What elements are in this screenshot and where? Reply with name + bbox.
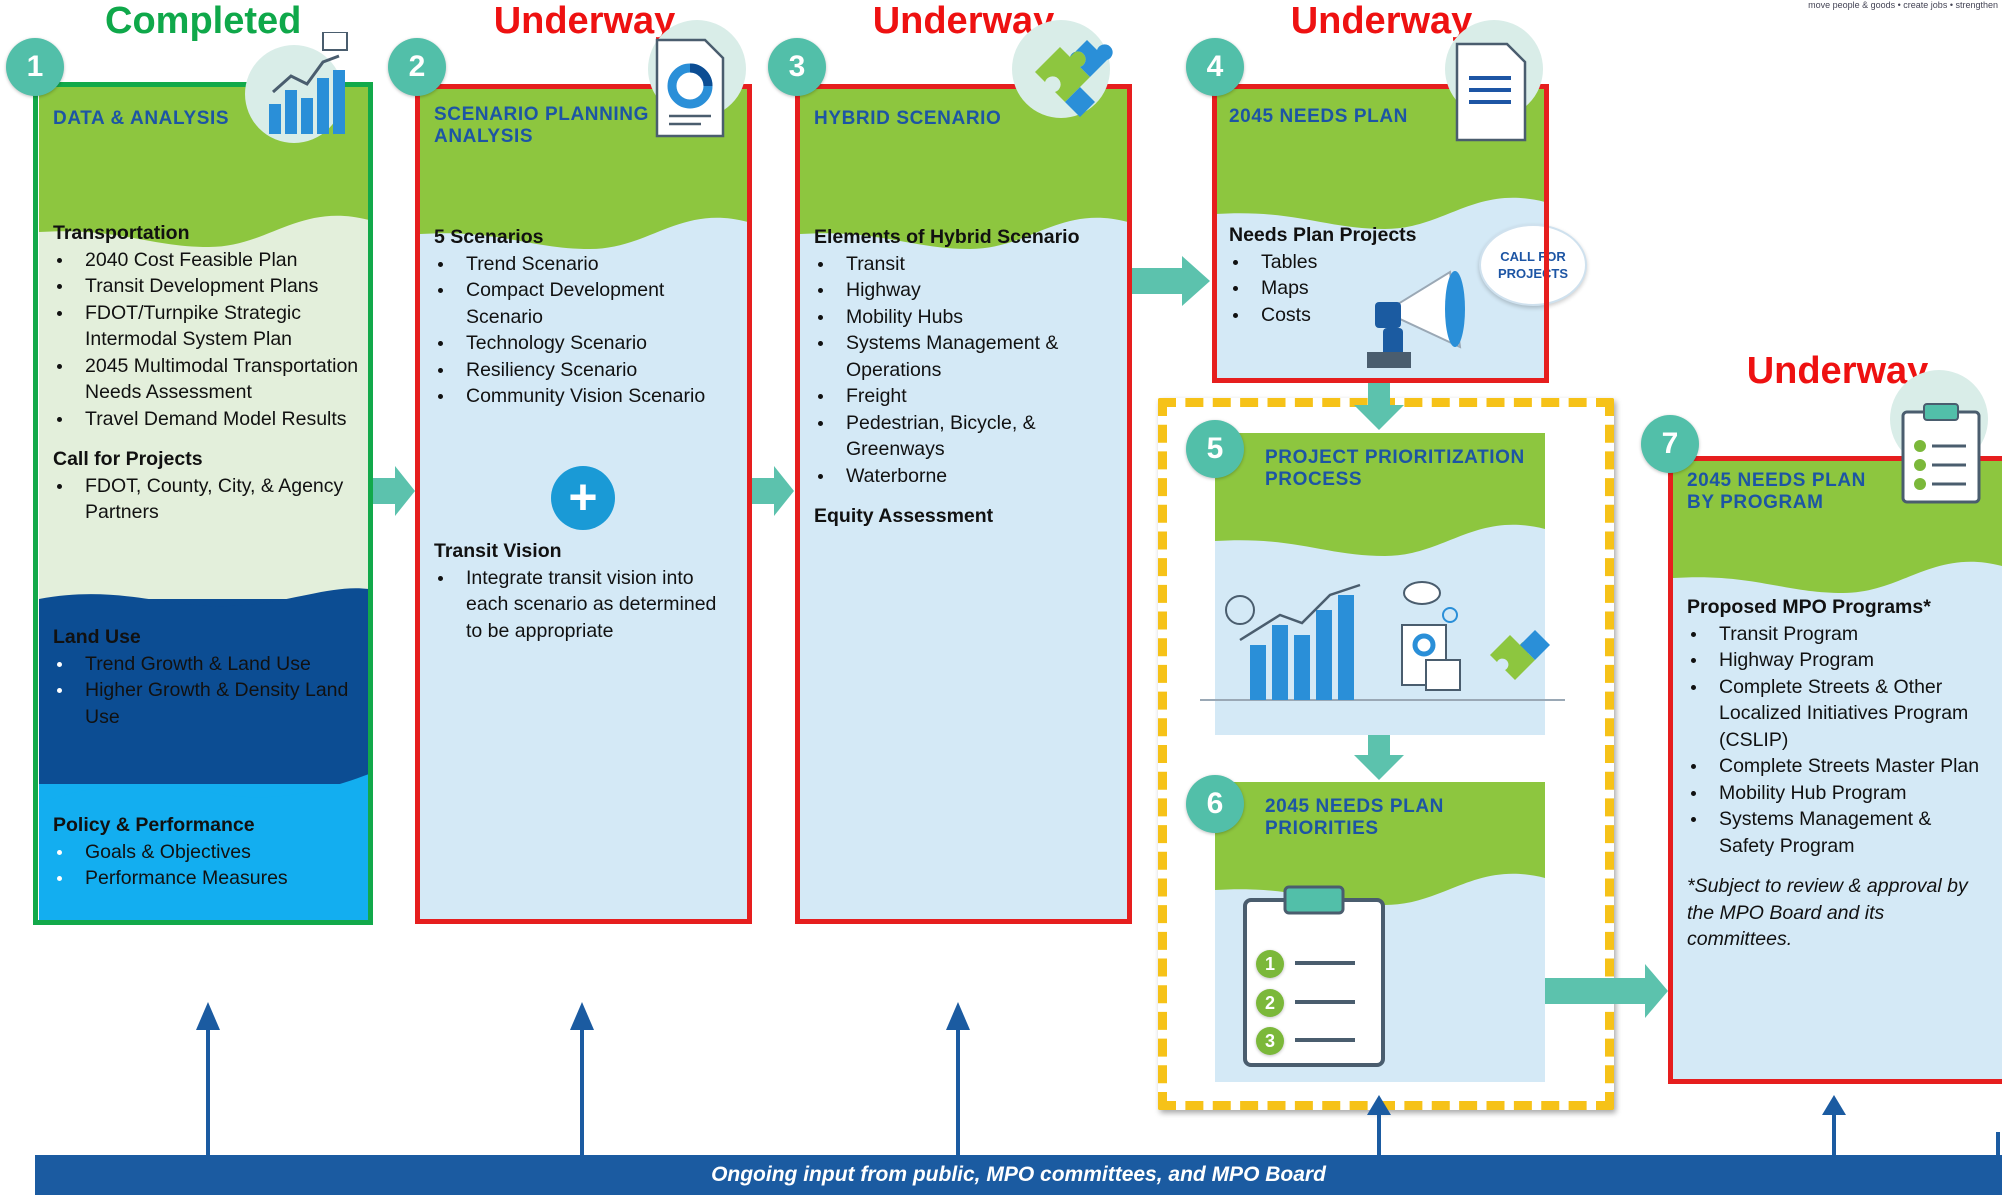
priority-number-1: 1: [1256, 950, 1284, 978]
step-7-card: 2045 NEEDS PLAN BY PROGRAM Proposed MPO …: [1673, 460, 2002, 1080]
clipboard-icon: [1243, 885, 1385, 1067]
step-1-section-3-heading: Land Use: [53, 626, 141, 648]
public-input-bar: Ongoing input from public, MPO committee…: [35, 1155, 2002, 1195]
list-item: Community Vision Scenario: [434, 383, 738, 410]
status-underway-4: Underway: [1290, 0, 1473, 42]
list-item: Freight: [814, 383, 1118, 410]
list-item: FDOT, County, City, & Agency Partners: [53, 473, 359, 526]
priority-number-3: 3: [1256, 1027, 1284, 1055]
list-item: 2045 Multimodal Transportation Needs Ass…: [53, 353, 359, 406]
step-2-card: SCENARIO PLANNING ANALYSIS 5 Scenarios T…: [420, 86, 748, 920]
list-item: Systems Management & Safety Program: [1687, 806, 1992, 859]
list-item: Trend Scenario: [434, 251, 738, 278]
step-4-title: 2045 NEEDS PLAN: [1229, 106, 1409, 127]
list-item: Complete Streets Master Plan: [1687, 753, 1992, 780]
list-item: Transit Program: [1687, 621, 1992, 648]
call-for-projects-callout: CALL FOR PROJECTS: [1479, 224, 1587, 306]
list-item: FDOT/Turnpike Strategic Intermodal Syste…: [53, 300, 359, 353]
list-item: Compact Development Scenario: [434, 277, 738, 330]
step-7-section-1-heading: Proposed MPO Programs*: [1687, 596, 1931, 618]
step-6-badge: 6: [1186, 775, 1244, 833]
step-6-title: 2045 NEEDS PLAN PRIORITIES: [1265, 796, 1445, 839]
list-item: Pedestrian, Bicycle, & Greenways: [814, 410, 1118, 463]
step-1-card: DATA & ANALYSIS Transportation 2040 Cost…: [39, 84, 369, 924]
document-pie-icon: [655, 38, 725, 138]
step-1-badge: 1: [6, 38, 64, 96]
tagline: move people & goods • create jobs • stre…: [1808, 0, 1998, 10]
list-item: Resiliency Scenario: [434, 357, 738, 384]
list-item: Tables: [1229, 249, 1535, 276]
status-underway-7: Underway: [1746, 350, 1929, 392]
list-item: Transit Development Plans: [53, 273, 359, 300]
list-item: Higher Growth & Density Land Use: [53, 677, 359, 730]
arrow-4-to-5: [1368, 383, 1390, 405]
arrow-5-to-6: [1368, 735, 1390, 755]
analytics-illustration: [1200, 581, 1565, 701]
step-4-card: 2045 NEEDS PLAN Needs Plan Projects Tabl…: [1215, 86, 1545, 378]
megaphone-icon: [1367, 270, 1465, 368]
list-item: Technology Scenario: [434, 330, 738, 357]
step-2-section-1-heading: 5 Scenarios: [434, 226, 544, 248]
status-completed-1: Completed: [105, 0, 302, 42]
step-1-section-4-heading: Policy & Performance: [53, 814, 255, 836]
step-3-section-2-heading: Equity Assessment: [814, 505, 994, 527]
list-item: Costs: [1229, 302, 1535, 329]
step-1-title: DATA & ANALYSIS: [53, 108, 230, 129]
step-4-badge: 4: [1186, 38, 1244, 96]
step-3-section-1-heading: Elements of Hybrid Scenario: [814, 226, 1080, 248]
arrow-6-to-7: [1545, 978, 1645, 1004]
list-item: Mobility Hub Program: [1687, 780, 1992, 807]
list-item: Waterborne: [814, 463, 1118, 490]
list-item: Travel Demand Model Results: [53, 406, 359, 433]
list-item: Mobility Hubs: [814, 304, 1118, 331]
bar-chart-icon: [269, 32, 348, 134]
list-item: Integrate transit vision into each scena…: [434, 565, 738, 645]
step-2-section-2-heading: Transit Vision: [434, 540, 562, 562]
list-item: Performance Measures: [53, 865, 359, 892]
list-item: 2040 Cost Feasible Plan: [53, 247, 359, 274]
step-3-title: HYBRID SCENARIO: [814, 108, 1002, 129]
list-item: Transit: [814, 251, 1118, 278]
list-item: Systems Management & Operations: [814, 330, 1118, 383]
step-5-title: PROJECT PRIORITIZATION PROCESS: [1265, 447, 1525, 490]
list-item: Complete Streets & Other Localized Initi…: [1687, 674, 1992, 754]
list-item: Highway: [814, 277, 1118, 304]
list-item: Goals & Objectives: [53, 839, 359, 866]
step-5-badge: 5: [1186, 420, 1244, 478]
document-icon: [1455, 42, 1527, 142]
step-3-card: HYBRID SCENARIO Elements of Hybrid Scena…: [800, 86, 1128, 920]
priority-number-2: 2: [1256, 989, 1284, 1017]
arrow-1-to-2: [373, 478, 395, 504]
step-3-badge: 3: [768, 38, 826, 96]
step-1-section-1-heading: Transportation: [53, 222, 190, 244]
arrow-2-to-3: [752, 478, 774, 504]
step-1-section-2-heading: Call for Projects: [53, 448, 203, 470]
list-item: Trend Growth & Land Use: [53, 651, 359, 678]
arrow-3-to-4: [1132, 268, 1182, 294]
step-2-title: SCENARIO PLANNING ANALYSIS: [434, 104, 649, 147]
step-5-card: PROJECT PRIORITIZATION PROCESS: [1215, 433, 1545, 735]
clipboard-small-icon: [1901, 403, 1981, 504]
step-2-badge: 2: [388, 38, 446, 96]
list-item: Maps: [1229, 275, 1535, 302]
plus-icon: +: [551, 466, 615, 530]
list-item: Highway Program: [1687, 647, 1992, 674]
footnote: *Subject to review & approval by the MPO…: [1687, 875, 1968, 950]
step-4-section-1-heading: Needs Plan Projects: [1229, 224, 1417, 246]
step-7-title: 2045 NEEDS PLAN BY PROGRAM: [1687, 470, 1867, 513]
puzzle-icon: [1035, 40, 1113, 117]
status-underway-2: Underway: [493, 0, 676, 42]
step-7-badge: 7: [1641, 415, 1699, 473]
